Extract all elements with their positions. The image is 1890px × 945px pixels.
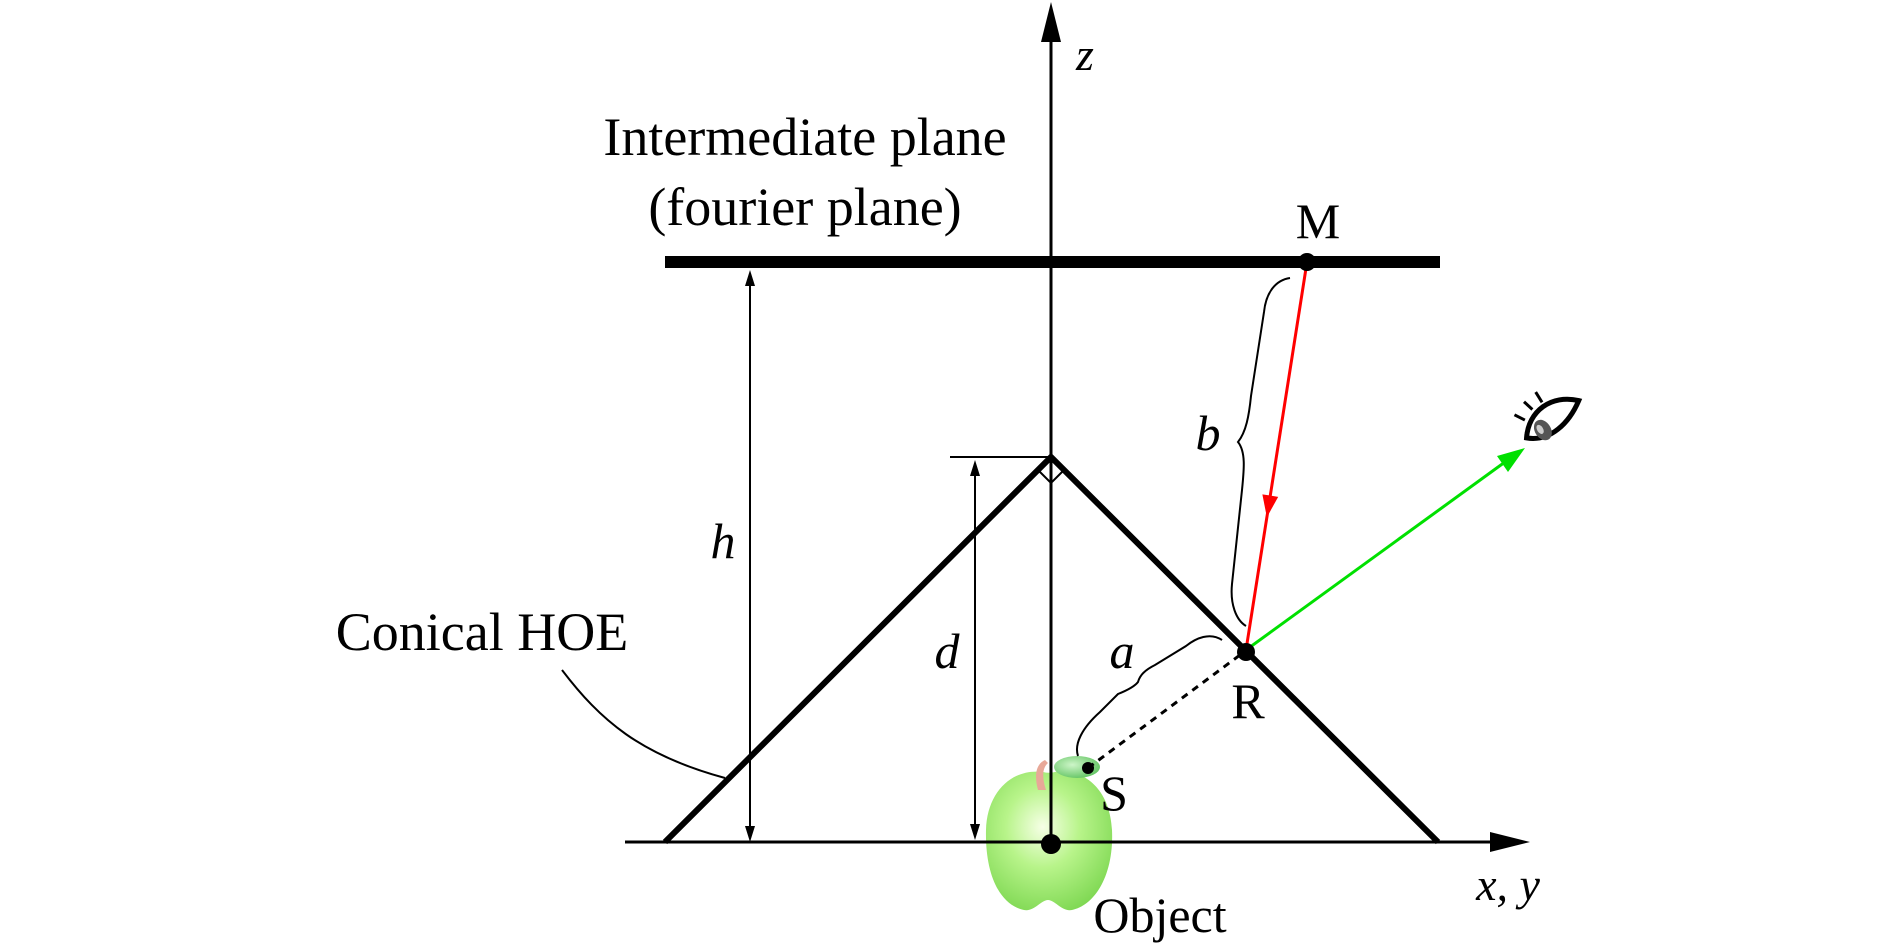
incident-ray: [1244, 261, 1309, 651]
hoe-label: Conical HOE: [336, 602, 628, 662]
r-label: R: [1231, 673, 1265, 729]
s-label: S: [1100, 765, 1128, 821]
h-label: h: [711, 513, 736, 569]
viewing-ray: [1245, 448, 1525, 652]
hoe-leader: [561, 669, 726, 779]
object-label: Object: [1093, 887, 1226, 943]
h-dimension: [745, 270, 755, 842]
eye-icon: [1513, 391, 1583, 441]
m-label: M: [1296, 193, 1340, 249]
object-origin-point: [1041, 834, 1061, 854]
plane-label-line1: Intermediate plane: [603, 107, 1006, 167]
z-axis-label: z: [1075, 29, 1094, 80]
brace-b: [1230, 277, 1291, 627]
point-r: [1237, 643, 1255, 661]
a-label: a: [1110, 623, 1135, 679]
d-dimension: [950, 456, 1051, 840]
d-label: d: [935, 623, 961, 679]
point-m: [1298, 253, 1316, 271]
brace-a: [1076, 635, 1223, 757]
xy-axis-arrowhead: [1490, 832, 1530, 852]
point-s: [1082, 762, 1094, 774]
z-axis-arrowhead: [1041, 2, 1061, 42]
right-angle-mark: [1037, 469, 1065, 485]
xy-axis-label: x, y: [1475, 859, 1540, 910]
b-label: b: [1196, 405, 1221, 461]
plane-label-line2: (fourier plane): [648, 177, 961, 237]
s-to-r-dashed: [1087, 650, 1245, 770]
apple-stem: [1036, 760, 1048, 790]
